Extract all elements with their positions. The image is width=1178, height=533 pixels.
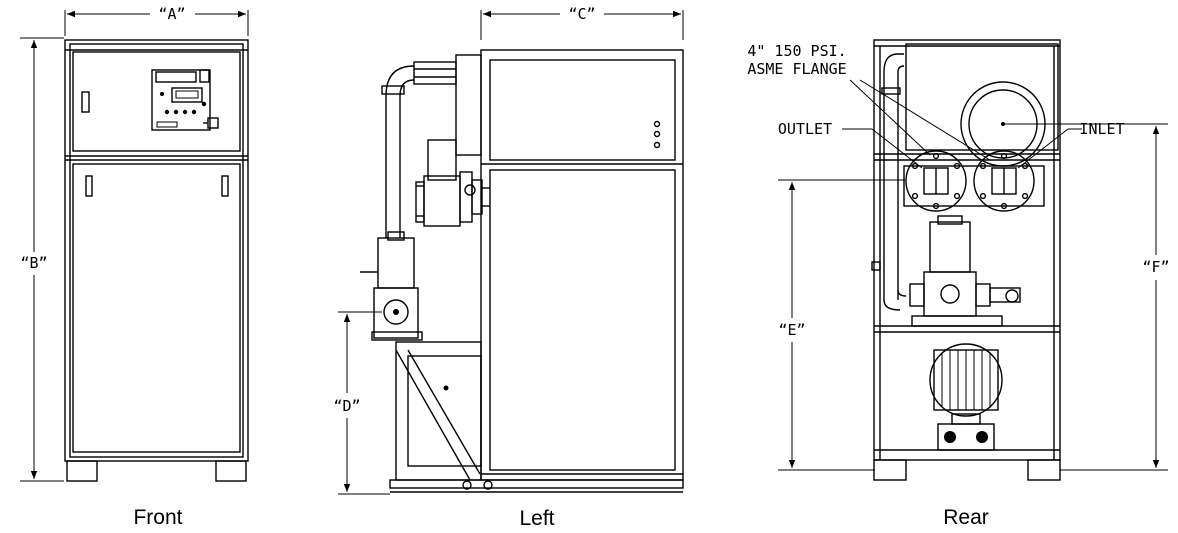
blower: [929, 343, 1003, 451]
base-frame: [389, 341, 684, 493]
rear-pipe: [871, 53, 907, 311]
outlet-callout: OUTLET: [778, 120, 923, 169]
flange-label-line1: 4" 150 PSI.: [747, 42, 846, 60]
dimension-d-label: “D”: [333, 397, 360, 415]
rear-pump: [909, 215, 1021, 327]
top-fan-housing: [905, 43, 1059, 167]
outlet-label: OUTLET: [778, 120, 832, 138]
flanges: [903, 150, 1045, 212]
dimension-f-label: “F”: [1142, 258, 1169, 276]
dimension-a-label: “A”: [158, 5, 185, 23]
inlet-label: INLET: [1079, 120, 1124, 138]
inlet-callout: INLET: [1017, 120, 1125, 169]
flange-assembly: [415, 139, 490, 227]
rear-view: “E” “F”: [747, 39, 1170, 529]
front-caption: Front: [133, 506, 182, 529]
dimension-a: “A”: [64, 5, 249, 36]
dimension-e: “E”: [778, 179, 905, 471]
dimension-d: “D”: [333, 311, 390, 495]
dimension-c-label: “C”: [568, 5, 595, 23]
left-view: “C” “D”: [333, 5, 684, 530]
flange-label-line2: ASME FLANGE: [747, 60, 846, 78]
dimension-b-label: “B”: [20, 254, 47, 272]
dimension-f: “F”: [1003, 123, 1170, 471]
rear-caption: Rear: [943, 506, 989, 529]
pump: [360, 231, 423, 341]
controller-panel: [151, 69, 219, 131]
flange-callout: 4" 150 PSI. ASME FLANGE: [747, 42, 991, 161]
dimension-b: “B”: [20, 37, 64, 482]
front-view: “A” “B”: [20, 5, 249, 529]
pipe-assembly: [381, 61, 457, 238]
dimension-c: “C”: [480, 5, 684, 40]
left-caption: Left: [519, 507, 554, 530]
dimension-e-label: “E”: [778, 321, 805, 339]
